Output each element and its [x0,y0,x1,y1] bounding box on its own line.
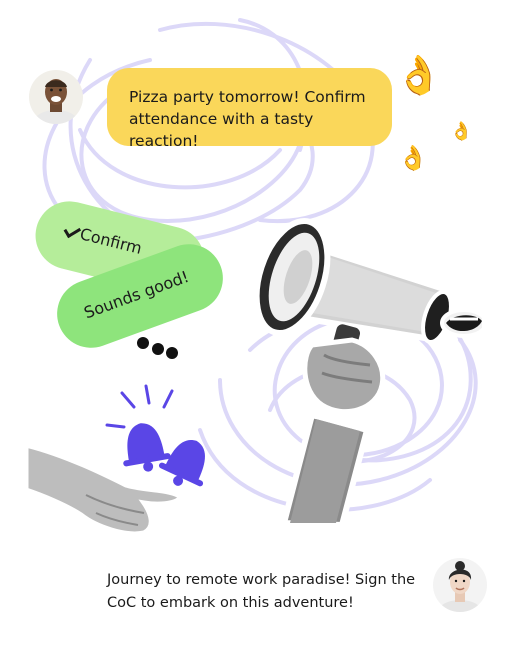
avatar-bottom-user [433,558,487,612]
megaphone-icon [253,217,482,528]
reaction-sounds-good-label: Sounds good! [81,266,192,323]
reaction-confirm-label: Confirm [78,224,144,258]
ok-hand-emoji: 👌 [398,144,428,172]
ok-hand-emoji: 👌 [395,53,443,97]
message-top-text: Pizza party tomorrow! Confirm attendance… [129,88,366,150]
avatar-top-user [29,70,83,124]
message-bottom: Journey to remote work paradise! Sign th… [107,569,427,615]
ok-hand-emoji: 👌 [450,121,473,142]
check-mark-icon [63,222,82,239]
message-bottom-text: Journey to remote work paradise! Sign th… [107,572,416,611]
reaching-hand-illustration [26,442,185,537]
typing-dots-icon [137,337,178,359]
message-bubble-top: Pizza party tomorrow! Confirm attendance… [107,68,392,150]
bell-icon [105,384,205,487]
